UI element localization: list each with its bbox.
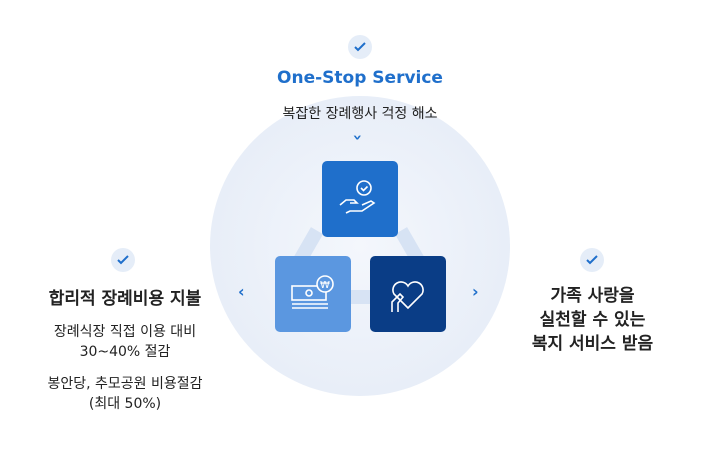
left-line-3: 봉안당, 추모공원 비용절감 [47,376,203,392]
background-circle [210,96,510,396]
left-title: 합리적 장례비용 지불 [48,289,202,309]
right-line-1: 가족 사랑을 [550,286,635,306]
heart-hand-icon [370,256,446,332]
top-subtitle: 복잡한 장례행사 걱정 해소 [282,106,438,122]
chevron-left-icon[interactable]: ‹ [238,282,245,301]
chevron-right-icon[interactable]: › [472,282,479,301]
left-line-2: 30~40% 절감 [79,344,171,360]
svg-text:₩: ₩ [320,280,330,291]
left-desc-1: 장례식장 직접 이용 대비 30~40% 절감 [10,322,240,362]
left-line-4: (최대 50%) [88,396,162,412]
connector-bottom [350,290,372,304]
money-icon: ₩ [275,256,351,332]
hand-check-icon [322,161,398,237]
check-icon [111,248,135,272]
check-icon [580,248,604,272]
left-desc-2: 봉안당, 추모공원 비용절감 (최대 50%) [10,374,240,414]
top-title: One-Stop Service [277,68,443,88]
chevron-up-icon[interactable]: ‹ [346,134,366,141]
right-line-2: 실천할 수 있는 [539,310,646,330]
left-line-1: 장례식장 직접 이용 대비 [53,324,197,340]
check-icon [348,35,372,59]
right-line-3: 복지 서비스 받음 [531,334,654,354]
